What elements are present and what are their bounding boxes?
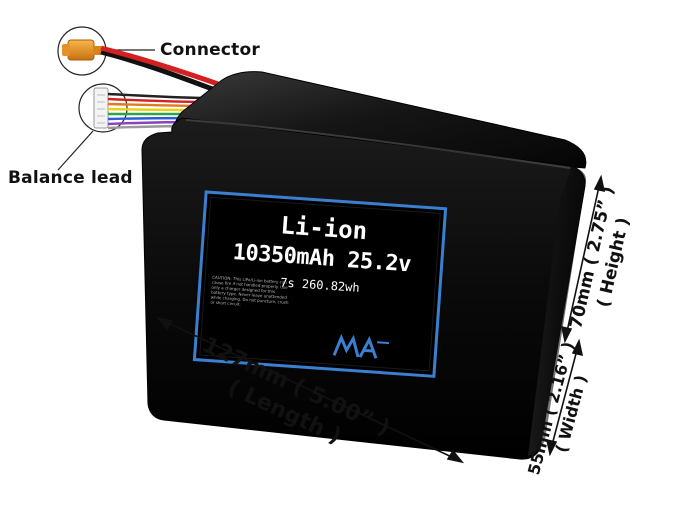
connector-wires: [100, 45, 219, 93]
width-arrow: [545, 338, 584, 457]
balance-lead-label: Balance lead: [8, 168, 133, 188]
length-arrow: [155, 316, 465, 464]
brand-logo-icon: [332, 333, 390, 359]
brand-logo: MA: [330, 331, 392, 363]
balance-lead-callout-graphic: [57, 83, 128, 171]
connector-label: Connector: [160, 40, 260, 60]
height-arrow: [560, 174, 606, 344]
label-content: Li-ion 10350mAh 25.2v 7s 260.82wh CAUTIO…: [194, 192, 445, 376]
label-caution-text: CAUTION: This LiPo/Li-ion battery can ca…: [210, 274, 289, 307]
connector-callout-graphic: [57, 26, 155, 76]
battery-label: [192, 190, 448, 378]
